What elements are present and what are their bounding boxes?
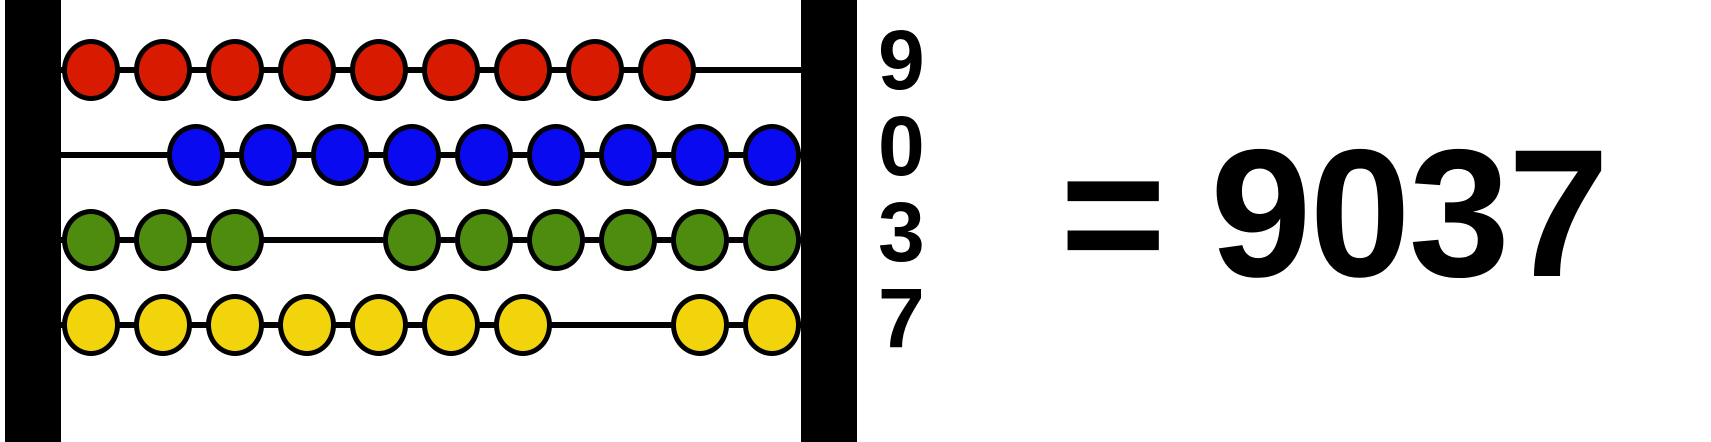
bead-yellow-left[interactable]: [62, 294, 120, 356]
bead-blue-right[interactable]: [743, 124, 801, 186]
bead-blue-right[interactable]: [527, 124, 585, 186]
bead-yellow-left[interactable]: [134, 294, 192, 356]
abacus-frame: [0, 0, 870, 442]
bead-green-right[interactable]: [383, 209, 441, 271]
abacus-rod-yellow: [0, 285, 870, 365]
bead-red-left[interactable]: [62, 39, 120, 101]
abacus-rod-blue: [0, 115, 870, 195]
abacus-rod-red: [0, 30, 870, 110]
bead-yellow-left[interactable]: [422, 294, 480, 356]
bead-blue-right[interactable]: [311, 124, 369, 186]
abacus-left-post: [5, 0, 61, 442]
bead-red-left[interactable]: [494, 39, 552, 101]
place-value-digit: 7: [878, 271, 925, 365]
place-value-digit: 3: [878, 185, 925, 279]
bead-red-left[interactable]: [350, 39, 408, 101]
bead-blue-right[interactable]: [383, 124, 441, 186]
bead-blue-right[interactable]: [239, 124, 297, 186]
bead-green-right[interactable]: [527, 209, 585, 271]
bead-yellow-left[interactable]: [206, 294, 264, 356]
bead-yellow-left[interactable]: [278, 294, 336, 356]
bead-green-left[interactable]: [134, 209, 192, 271]
place-value-digit: 9: [878, 13, 925, 107]
bead-red-left[interactable]: [134, 39, 192, 101]
bead-red-left[interactable]: [422, 39, 480, 101]
bead-green-left[interactable]: [206, 209, 264, 271]
total-value: 9037: [1210, 111, 1609, 315]
bead-blue-right[interactable]: [671, 124, 729, 186]
bead-green-right[interactable]: [455, 209, 513, 271]
bead-green-right[interactable]: [671, 209, 729, 271]
bead-green-right[interactable]: [599, 209, 657, 271]
bead-yellow-right[interactable]: [671, 294, 729, 356]
equation: = 9037: [1060, 108, 1609, 318]
equals-sign: =: [1060, 111, 1167, 315]
place-value-digit: 0: [878, 99, 925, 193]
bead-red-left[interactable]: [206, 39, 264, 101]
bead-yellow-left[interactable]: [350, 294, 408, 356]
bead-blue-right[interactable]: [599, 124, 657, 186]
bead-red-left[interactable]: [278, 39, 336, 101]
bead-green-right[interactable]: [743, 209, 801, 271]
bead-blue-right[interactable]: [455, 124, 513, 186]
bead-yellow-left[interactable]: [494, 294, 552, 356]
abacus-right-post: [801, 0, 857, 442]
bead-yellow-right[interactable]: [743, 294, 801, 356]
bead-green-left[interactable]: [62, 209, 120, 271]
abacus-rod-green: [0, 200, 870, 280]
bead-blue-right[interactable]: [167, 124, 225, 186]
bead-red-left[interactable]: [566, 39, 624, 101]
bead-red-left[interactable]: [638, 39, 696, 101]
